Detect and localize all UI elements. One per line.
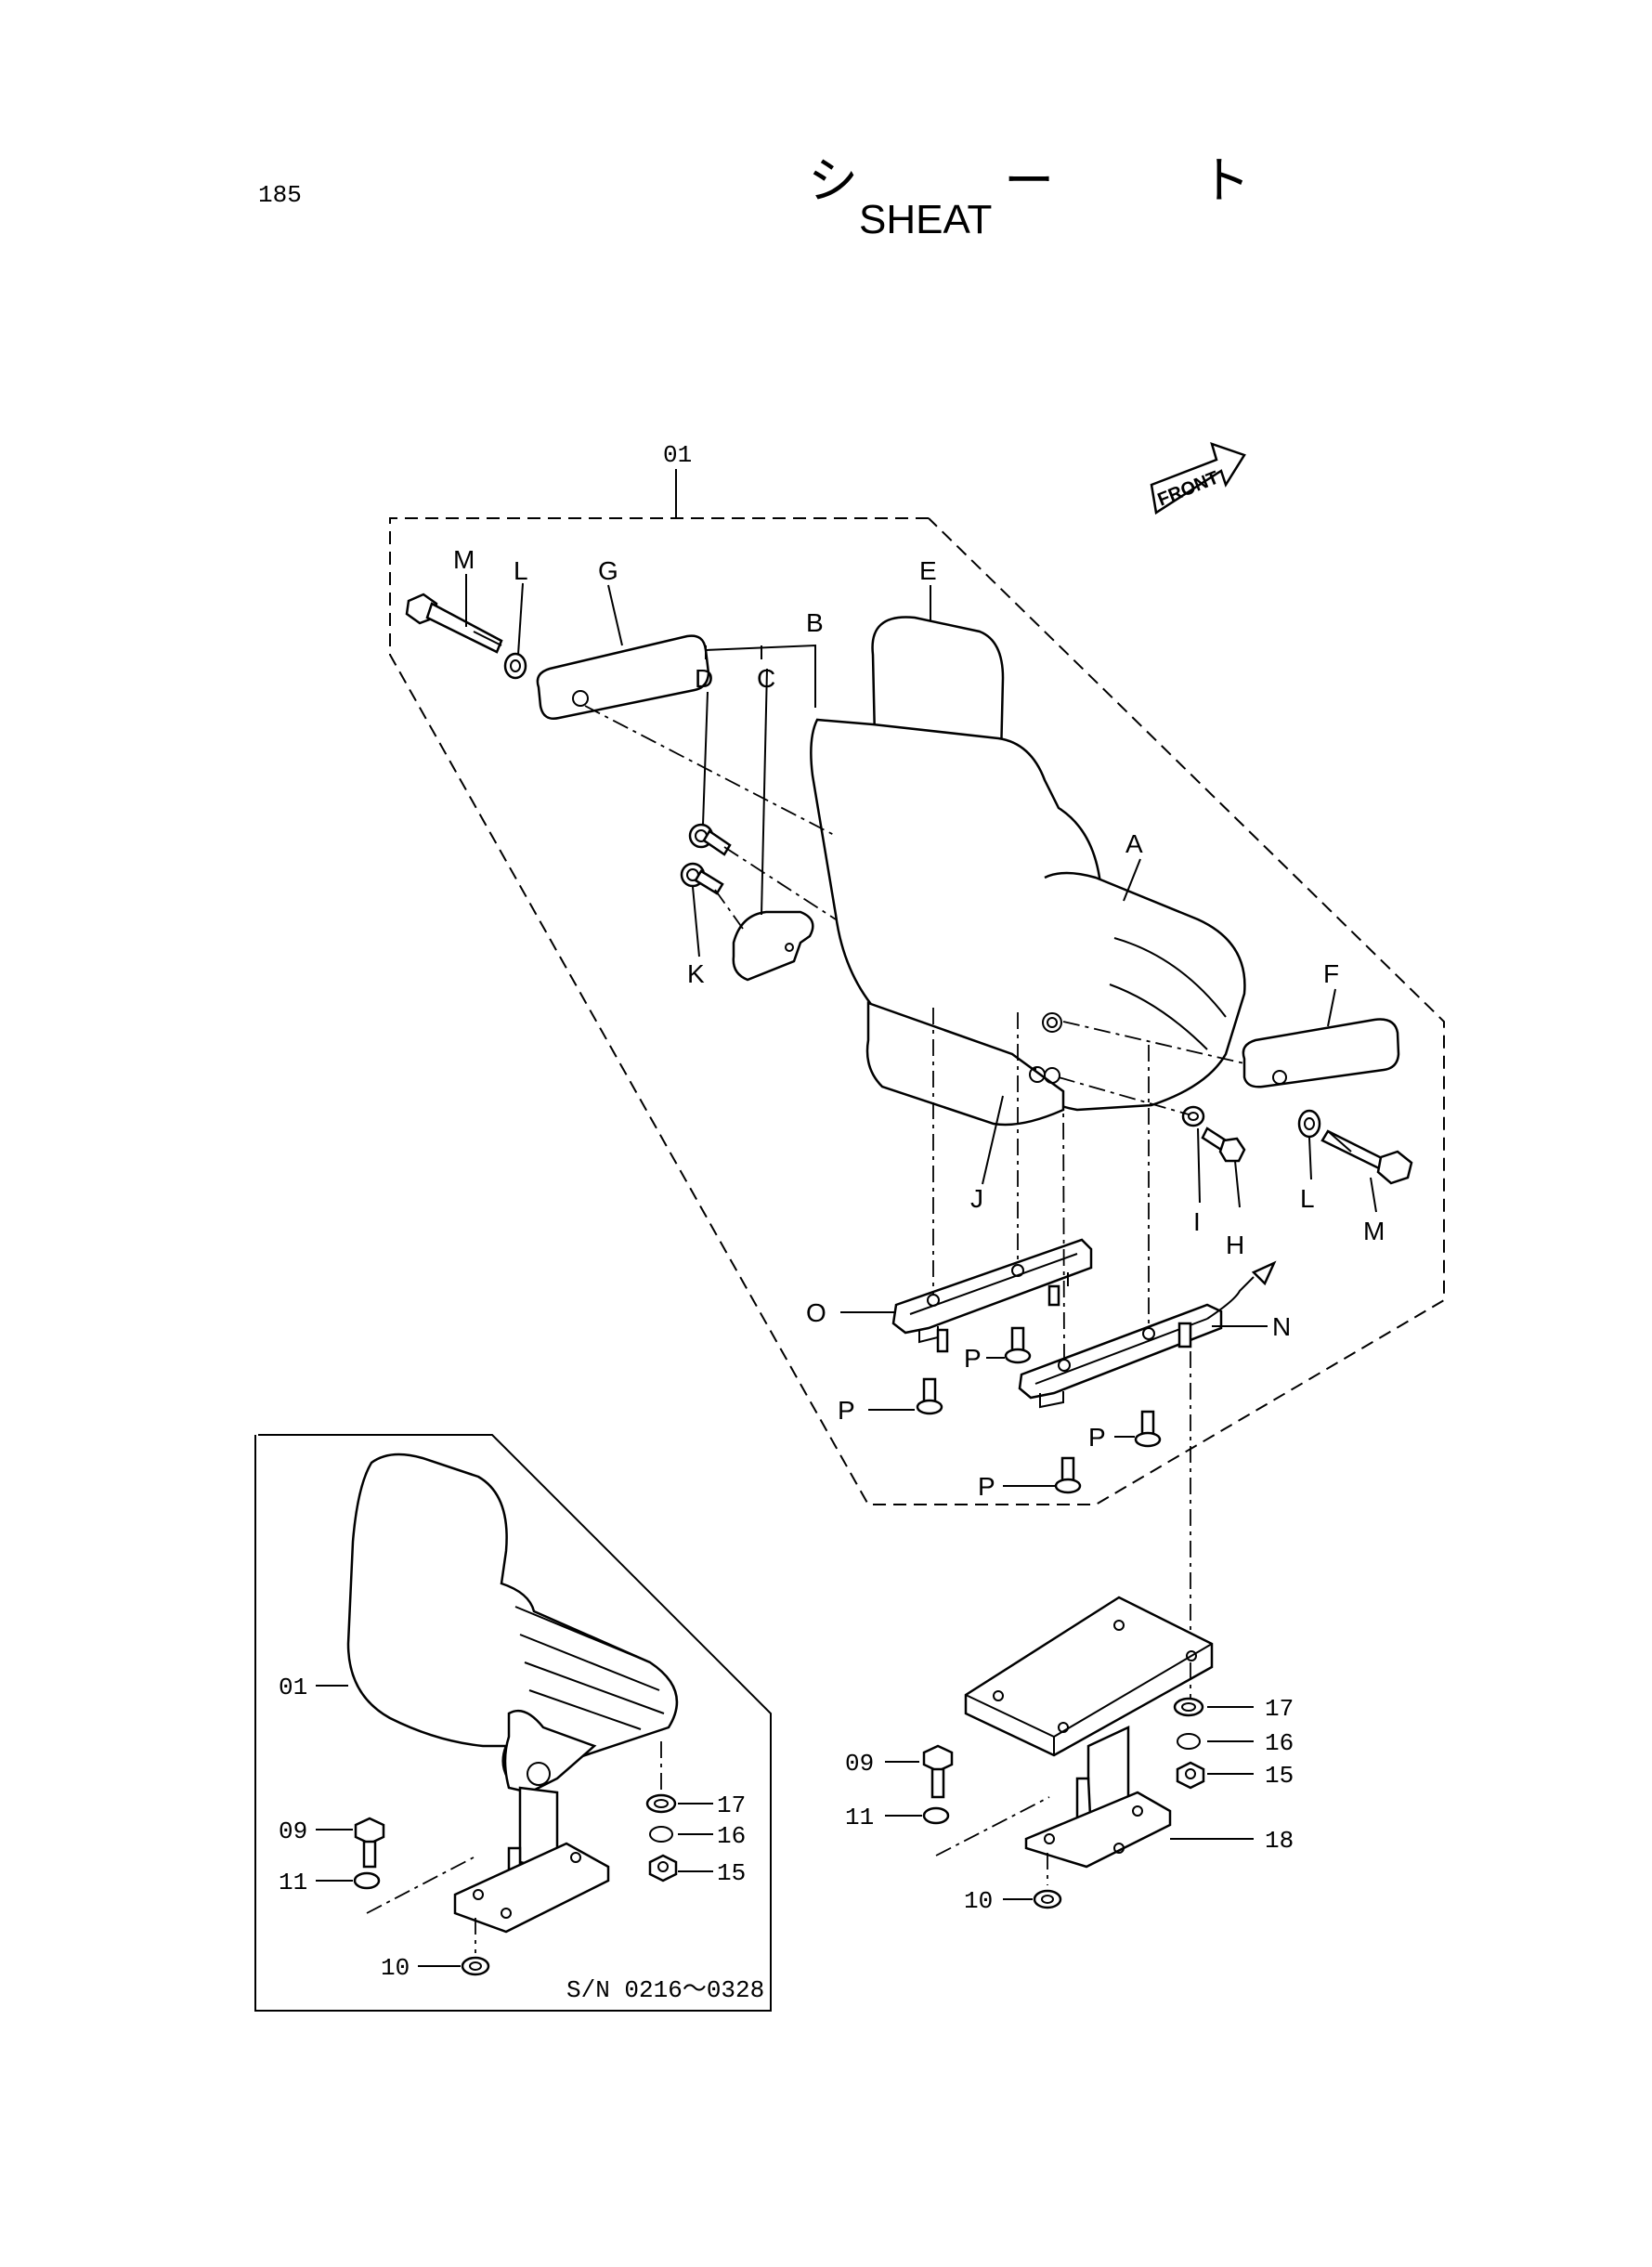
bolt-m-right bbox=[1320, 1129, 1413, 1185]
callout-g: G bbox=[598, 556, 618, 585]
inset-bolt-09 bbox=[354, 1817, 385, 1869]
assembly-callout: 01 bbox=[663, 441, 692, 469]
slide-rail-n bbox=[1018, 1260, 1277, 1409]
bolt-09 bbox=[922, 1744, 954, 1799]
callout-o: O bbox=[806, 1298, 826, 1327]
callout-a: A bbox=[1125, 829, 1143, 858]
callout-p-3: P bbox=[1088, 1423, 1106, 1452]
callout-15: 15 bbox=[1265, 1762, 1294, 1790]
callout-b: B bbox=[806, 608, 824, 637]
bolt-p-3 bbox=[1134, 1410, 1162, 1448]
front-arrow-icon: FRONT bbox=[1150, 442, 1246, 515]
callout-11: 11 bbox=[845, 1804, 874, 1831]
armrest-left bbox=[536, 634, 710, 720]
washer-i bbox=[1181, 1105, 1205, 1127]
leader-lines bbox=[316, 574, 1377, 1967]
callout-09: 09 bbox=[845, 1750, 874, 1778]
seat-body bbox=[810, 718, 1246, 1127]
bolt-p-4 bbox=[1054, 1456, 1082, 1494]
callout-e: E bbox=[919, 556, 937, 585]
bolt-d bbox=[688, 823, 732, 856]
bolt-p-1 bbox=[1004, 1326, 1032, 1364]
inset-callout-16: 16 bbox=[717, 1822, 746, 1850]
bolt-h bbox=[1201, 1127, 1246, 1163]
inset-washer-17 bbox=[645, 1793, 677, 1814]
callout-n: N bbox=[1272, 1312, 1291, 1341]
inset-washer-10 bbox=[461, 1956, 490, 1976]
inset-serial-range: S/N 0216～0328 bbox=[566, 1976, 764, 2004]
slide-rail-o bbox=[891, 1238, 1093, 1353]
callout-16: 16 bbox=[1265, 1729, 1294, 1757]
callout-c: C bbox=[757, 664, 775, 693]
callout-h: H bbox=[1226, 1231, 1244, 1259]
page-title-japanese: シ ー ト bbox=[808, 151, 1316, 210]
callout-labels: M L G E B D C A F K J I H L M O N P P P … bbox=[279, 545, 1385, 2004]
inset-callout-17: 17 bbox=[717, 1791, 746, 1819]
callout-17: 17 bbox=[1265, 1695, 1294, 1723]
callout-p-4: P bbox=[978, 1472, 995, 1501]
inset-callout-15: 15 bbox=[717, 1859, 746, 1887]
inset-panel bbox=[254, 1434, 772, 2012]
callout-p-1: P bbox=[964, 1344, 982, 1373]
bolt-p-2 bbox=[916, 1377, 943, 1415]
nut-15 bbox=[1176, 1761, 1205, 1790]
callout-j: J bbox=[970, 1184, 983, 1213]
assembly-center-lines bbox=[584, 705, 1245, 1648]
callout-l-right: L bbox=[1300, 1184, 1315, 1213]
inset-callout-01: 01 bbox=[279, 1674, 307, 1701]
callout-18: 18 bbox=[1265, 1827, 1294, 1855]
washer-17 bbox=[1173, 1697, 1204, 1717]
inset-callout-10: 10 bbox=[381, 1954, 410, 1982]
inset-lock-washer-16 bbox=[649, 1826, 673, 1843]
inset-callout-11: 11 bbox=[279, 1869, 307, 1896]
callout-m-right: M bbox=[1363, 1217, 1385, 1245]
bolt-k bbox=[680, 862, 724, 895]
callout-i: I bbox=[1193, 1207, 1201, 1236]
washer-l-right bbox=[1297, 1109, 1321, 1139]
bolt-m-left bbox=[405, 593, 503, 654]
inset-seat bbox=[346, 1453, 679, 1934]
washer-l-left bbox=[503, 652, 527, 680]
callout-p-2: P bbox=[838, 1396, 855, 1425]
callout-l-left: L bbox=[514, 556, 528, 585]
washer-11 bbox=[922, 1806, 950, 1825]
callout-m-left: M bbox=[453, 545, 475, 574]
callout-d: D bbox=[695, 664, 713, 693]
inset-callout-09: 09 bbox=[279, 1818, 307, 1845]
page-title: SHEAT bbox=[859, 197, 993, 242]
knob-c bbox=[732, 910, 814, 982]
callout-k: K bbox=[687, 959, 705, 988]
lock-washer-16 bbox=[1177, 1733, 1201, 1750]
inset-washer-11 bbox=[353, 1871, 381, 1890]
armrest-right bbox=[1242, 1018, 1400, 1088]
pedestal bbox=[964, 1596, 1214, 1869]
callout-10: 10 bbox=[964, 1887, 993, 1915]
callout-f: F bbox=[1323, 959, 1339, 988]
page-number: 185 bbox=[258, 181, 302, 209]
inset-nut-15 bbox=[648, 1854, 678, 1883]
assembly-boundary bbox=[389, 517, 1445, 1505]
washer-10 bbox=[1033, 1889, 1062, 1909]
